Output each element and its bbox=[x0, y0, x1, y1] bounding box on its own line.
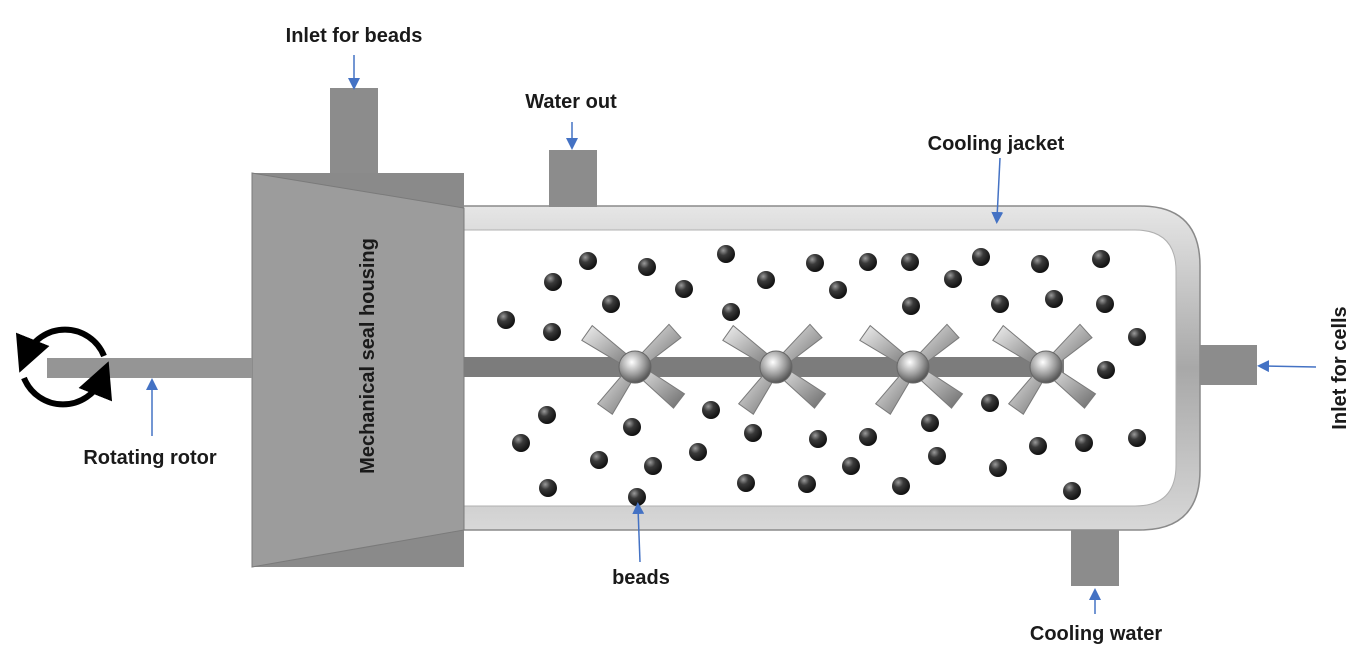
impeller-hub bbox=[759, 350, 793, 384]
impeller-hub bbox=[618, 350, 652, 384]
impeller bbox=[992, 323, 1097, 415]
bead bbox=[543, 323, 561, 341]
label-cooling-water: Cooling water bbox=[1030, 623, 1162, 645]
bead bbox=[989, 459, 1007, 477]
rotor-shaft-left bbox=[47, 358, 252, 378]
bead bbox=[1128, 328, 1146, 346]
bead bbox=[972, 248, 990, 266]
label-inlet-beads: Inlet for beads bbox=[286, 25, 423, 47]
water-out-pipe bbox=[549, 150, 597, 207]
bead bbox=[842, 457, 860, 475]
bead bbox=[675, 280, 693, 298]
bead bbox=[1045, 290, 1063, 308]
impeller-hub bbox=[1029, 350, 1063, 384]
bead bbox=[981, 394, 999, 412]
bead bbox=[602, 295, 620, 313]
arrow-beads bbox=[632, 502, 645, 563]
bead bbox=[623, 418, 641, 436]
bead bbox=[1031, 255, 1049, 273]
bead bbox=[744, 424, 762, 442]
bead bbox=[1128, 429, 1146, 447]
bead bbox=[902, 297, 920, 315]
bead bbox=[1097, 361, 1115, 379]
impeller bbox=[722, 323, 827, 415]
bead bbox=[928, 447, 946, 465]
cells-inlet-pipe bbox=[1200, 345, 1257, 385]
bead bbox=[809, 430, 827, 448]
label-inlet-cells: Inlet for cells bbox=[1329, 306, 1351, 429]
arrow-cooling-jacket bbox=[991, 157, 1004, 224]
impeller bbox=[581, 323, 686, 415]
bead bbox=[944, 270, 962, 288]
bead bbox=[644, 457, 662, 475]
bead bbox=[689, 443, 707, 461]
bead bbox=[1075, 434, 1093, 452]
bead bbox=[544, 273, 562, 291]
bead bbox=[901, 253, 919, 271]
arrow-inlet-cells bbox=[1257, 360, 1317, 373]
impeller bbox=[859, 323, 964, 415]
beads-inlet-pipe bbox=[330, 88, 378, 174]
bead bbox=[921, 414, 939, 432]
bead bbox=[1096, 295, 1114, 313]
label-rotating-rotor: Rotating rotor bbox=[83, 447, 217, 469]
impellers bbox=[581, 323, 1097, 415]
impeller-hub bbox=[896, 350, 930, 384]
bead bbox=[757, 271, 775, 289]
bead bbox=[991, 295, 1009, 313]
bead bbox=[702, 401, 720, 419]
bead bbox=[590, 451, 608, 469]
bead bbox=[892, 477, 910, 495]
bead bbox=[1092, 250, 1110, 268]
bead bbox=[722, 303, 740, 321]
bead bbox=[806, 254, 824, 272]
label-water-out: Water out bbox=[525, 91, 617, 113]
label-cooling-jacket: Cooling jacket bbox=[928, 133, 1065, 155]
bead bbox=[737, 474, 755, 492]
bead bbox=[539, 479, 557, 497]
label-beads: beads bbox=[612, 567, 670, 589]
mechanical-seal-housing bbox=[251, 172, 465, 568]
bead bbox=[859, 428, 877, 446]
bead bbox=[859, 253, 877, 271]
label-mechanical-seal: Mechanical seal housing bbox=[357, 238, 379, 474]
bead bbox=[1063, 482, 1081, 500]
bead bbox=[798, 475, 816, 493]
bead bbox=[638, 258, 656, 276]
cooling-water-pipe bbox=[1071, 530, 1119, 586]
bead bbox=[579, 252, 597, 270]
beads-group bbox=[497, 245, 1146, 506]
bead bbox=[717, 245, 735, 263]
rotation-icon bbox=[15, 326, 113, 408]
bead bbox=[1029, 437, 1047, 455]
bead bbox=[497, 311, 515, 329]
bead bbox=[628, 488, 646, 506]
bead bbox=[512, 434, 530, 452]
bead bbox=[829, 281, 847, 299]
bead bbox=[538, 406, 556, 424]
